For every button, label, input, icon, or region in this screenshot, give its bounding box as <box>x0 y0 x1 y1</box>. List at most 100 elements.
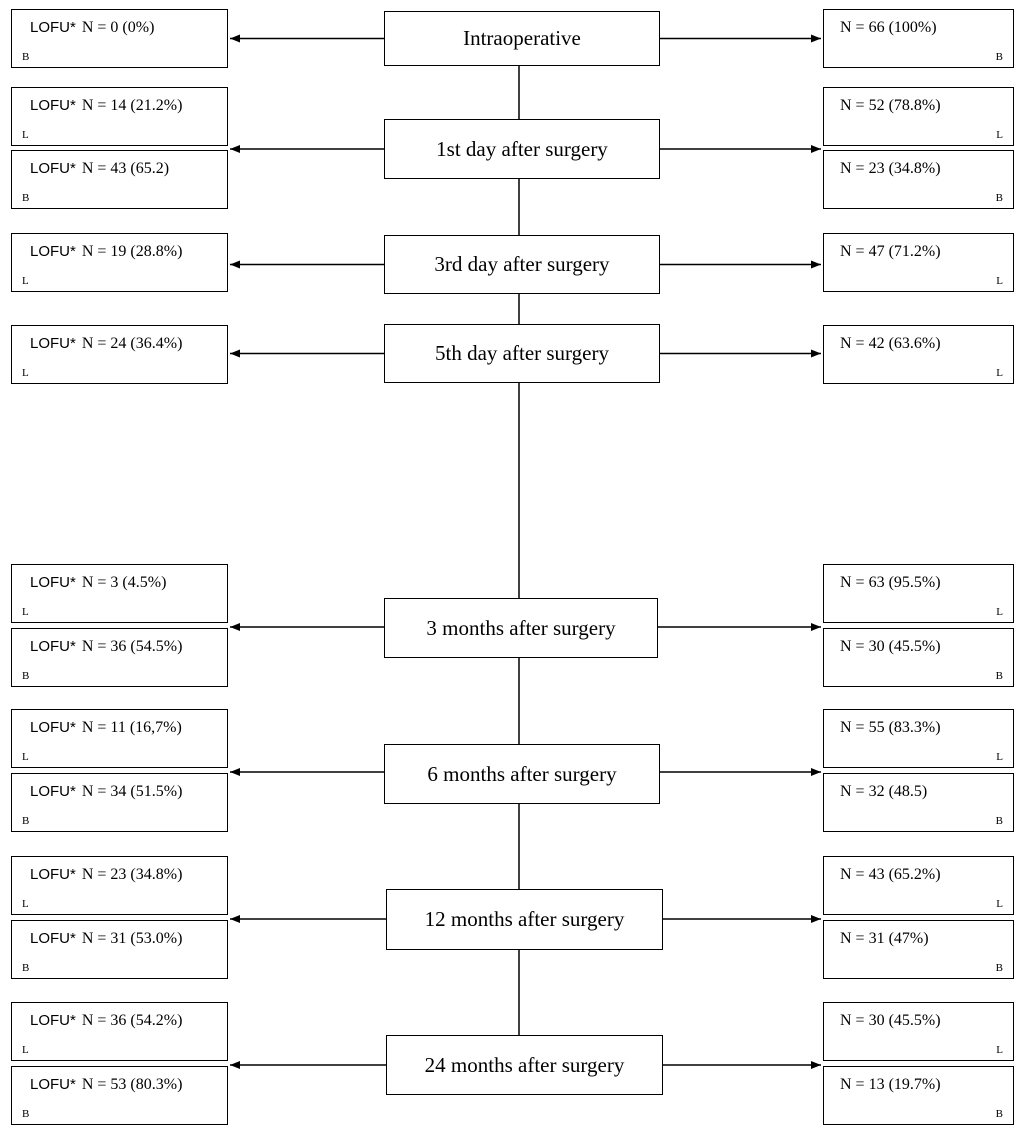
lofu-count-box: LOFU*N = 11 (16,7%) L <box>11 709 228 768</box>
group-code: B <box>995 815 1003 827</box>
stage-label: 3 months after surgery <box>426 615 616 640</box>
count-text: LOFU*N = 36 (54.2%) <box>30 1012 182 1030</box>
count-value: N = 47 (71.2%) <box>840 243 941 260</box>
group-code: L <box>22 606 29 618</box>
followed-count-box: N = 30 (45.5%)B <box>823 628 1014 687</box>
group-code: B <box>22 1108 30 1120</box>
group-code: L <box>996 898 1003 910</box>
followed-count-box: N = 52 (78.8%) L <box>823 87 1014 146</box>
stage-box: 12 months after surgery <box>386 889 663 950</box>
lofu-count-box: LOFU*N = 31 (53.0%) B <box>11 920 228 979</box>
count-text: N = 47 (71.2%) <box>840 243 941 261</box>
stage-box: 6 months after surgery <box>384 744 660 804</box>
count-value: N = 55 (83.3%) <box>840 719 941 736</box>
group-code: B <box>22 670 30 682</box>
count-value: N = 0 (0%) <box>81 19 155 36</box>
lofu-label: LOFU* <box>30 783 76 800</box>
group-code: L <box>22 129 29 141</box>
stage-box: Intraoperative <box>384 11 660 66</box>
count-value: N = 3 (4.5%) <box>81 574 167 591</box>
count-text: LOFU*N = 36 (54.5%) <box>30 638 182 656</box>
group-code: B <box>22 962 30 974</box>
count-text: LOFU*N = 23 (34.8%) <box>30 866 182 884</box>
lofu-label: LOFU* <box>30 719 76 736</box>
lofu-count-box: LOFU* N = 3 (4.5%) L <box>11 564 228 623</box>
group-code: L <box>22 367 29 379</box>
count-value: N = 63 (95.5%) <box>840 574 941 591</box>
lofu-label: LOFU* <box>30 243 76 260</box>
count-value: N = 42 (63.6%) <box>840 335 941 352</box>
count-value: N = 23 (34.8%) <box>840 160 941 177</box>
group-code: L <box>22 898 29 910</box>
lofu-count-box: LOFU*N = 36 (54.2%) L <box>11 1002 228 1061</box>
group-code: B <box>995 51 1003 63</box>
lofu-label: LOFU* <box>30 160 76 177</box>
followed-count-box: N = 32 (48.5) B <box>823 773 1014 832</box>
lofu-count-box: LOFU*N = 24 (36.4%)L <box>11 325 228 384</box>
group-code: L <box>996 367 1003 379</box>
count-value: N = 34 (51.5%) <box>81 783 183 800</box>
followed-count-box: N = 55 (83.3%) L <box>823 709 1014 768</box>
stage-box: 1st day after surgery <box>384 119 660 179</box>
stage-label: 12 months after surgery <box>424 907 625 931</box>
group-code: L <box>996 129 1003 141</box>
stage-label: 3rd day after surgery <box>434 252 610 276</box>
count-text: LOFU*N = 31 (53.0%) <box>30 930 182 948</box>
count-value: N = 13 (19.7%) <box>840 1076 941 1093</box>
lofu-count-box: LOFU*N = 23 (34.8%) L <box>11 856 228 915</box>
count-value: N = 30 (45.5%) <box>840 1012 941 1029</box>
followed-count-box: N = 47 (71.2%) L <box>823 233 1014 292</box>
group-code: L <box>22 1044 29 1056</box>
count-value: N = 43 (65.2%) <box>840 866 941 883</box>
group-code: B <box>22 815 30 827</box>
lofu-label: LOFU* <box>30 574 76 591</box>
group-code: L <box>22 751 29 763</box>
followed-count-box: N = 42 (63.6%) L <box>823 325 1014 384</box>
lofu-count-box: LOFU*N = 36 (54.5%) B <box>11 628 228 687</box>
lofu-count-box: LOFU*N = 53 (80.3%)B <box>11 1066 228 1125</box>
count-text: LOFU* N = 3 (4.5%) <box>30 574 166 592</box>
group-code: B <box>995 1108 1003 1120</box>
count-text: LOFU* N = 34 (51.5%) <box>30 783 182 801</box>
count-value: N = 30 (45.5%) <box>840 638 941 655</box>
stage-label: 5th day after surgery <box>435 341 609 365</box>
group-code: L <box>22 275 29 287</box>
count-value: N = 43 (65.2) <box>81 160 170 177</box>
count-text: N = 63 (95.5%) <box>840 574 941 592</box>
followed-count-box: N = 31 (47%) B <box>823 920 1014 979</box>
lofu-count-box: LOFU*N = 19 (28.8%) L <box>11 233 228 292</box>
count-value: N = 24 (36.4%) <box>81 335 183 352</box>
count-text: N = 13 (19.7%) <box>840 1076 941 1094</box>
group-code: L <box>996 751 1003 763</box>
lofu-label: LOFU* <box>30 97 76 114</box>
count-text: N = 42 (63.6%) <box>840 335 941 353</box>
count-value: N = 66 (100%) <box>840 19 937 36</box>
followed-count-box: N = 43 (65.2%) L <box>823 856 1014 915</box>
count-value: N = 36 (54.2%) <box>81 1012 183 1029</box>
count-text: N = 23 (34.8%) <box>840 160 941 178</box>
count-text: N = 30 (45.5%) <box>840 1012 941 1030</box>
lofu-label: LOFU* <box>30 1076 76 1093</box>
count-text: LOFU*N = 19 (28.8%) <box>30 243 182 261</box>
lofu-count-box: LOFU*N = 43 (65.2)B <box>11 150 228 209</box>
count-text: N = 55 (83.3%) <box>840 719 941 737</box>
count-text: N = 66 (100%) <box>840 19 937 37</box>
count-value: N = 31 (47%) <box>840 930 929 947</box>
count-text: N = 30 (45.5%) <box>840 638 941 656</box>
group-code: L <box>996 275 1003 287</box>
count-value: N = 36 (54.5%) <box>81 638 183 655</box>
count-value: N = 52 (78.8%) <box>840 97 941 114</box>
stage-box: 3 months after surgery <box>384 598 658 658</box>
followed-count-box: N = 30 (45.5%)L <box>823 1002 1014 1061</box>
group-code: B <box>22 51 30 63</box>
count-text: LOFU*N = 11 (16,7%) <box>30 719 182 737</box>
group-code: B <box>995 192 1003 204</box>
count-text: LOFU* N = 43 (65.2) <box>30 160 169 178</box>
stage-label: 24 months after surgery <box>424 1052 625 1077</box>
followed-count-box: N = 13 (19.7%) B <box>823 1066 1014 1125</box>
count-text: N = 32 (48.5) <box>840 783 927 801</box>
group-code: B <box>995 962 1003 974</box>
lofu-count-box: LOFU*N = 14 (21.2%)L <box>11 87 228 146</box>
